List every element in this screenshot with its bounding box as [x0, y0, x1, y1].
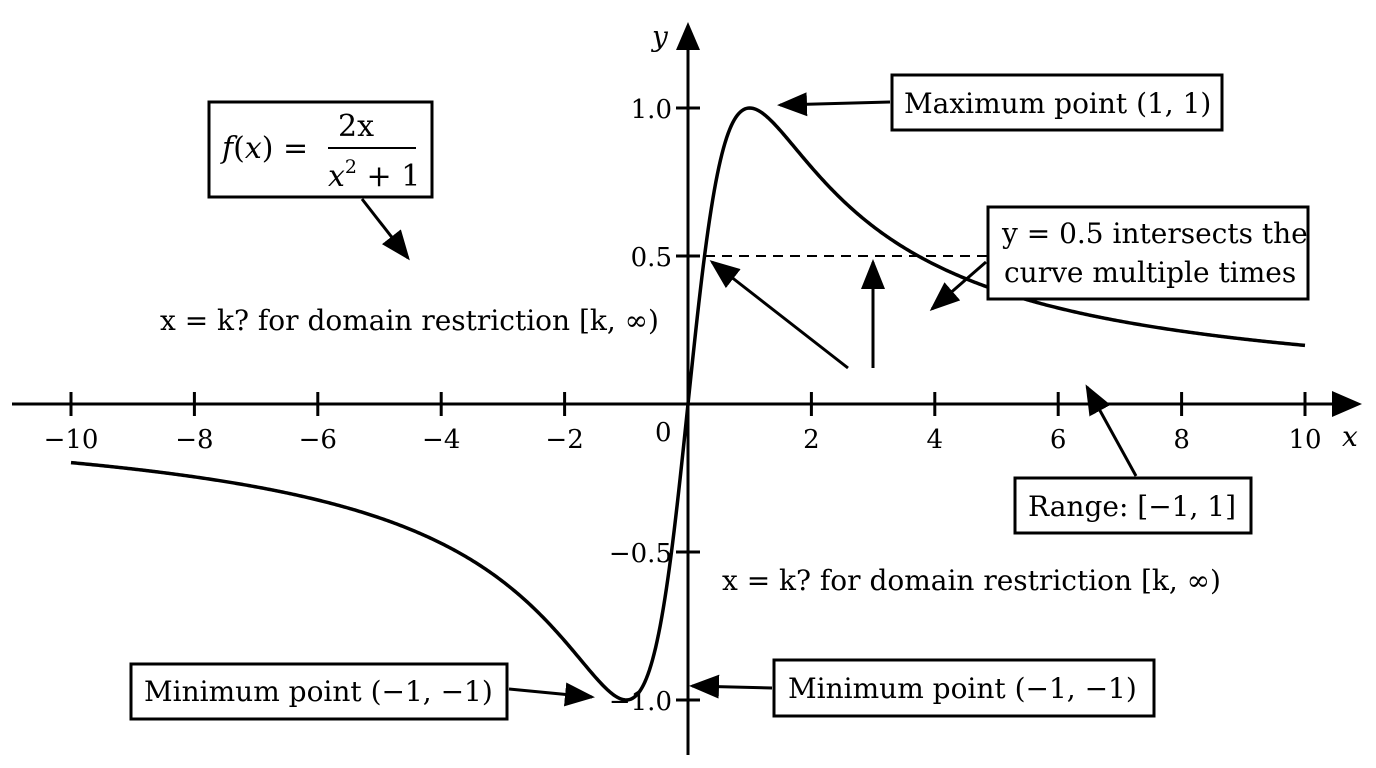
x-tick-label: 8	[1173, 425, 1190, 455]
x-tick-label: −4	[422, 425, 460, 455]
intersection-label-line1: y = 0.5 intersects the	[1001, 217, 1308, 250]
domain-restriction-note-lower: x = k? for domain restriction [k, ∞)	[722, 564, 1221, 597]
svg-text:f(x) =: f(x) =	[220, 131, 308, 166]
formula-arrow	[360, 198, 410, 261]
formula-box: f(x) = 2x x2 + 1	[207, 100, 434, 261]
minimum-point-annotation-left: Minimum point (−1, −1)	[129, 662, 595, 721]
range-label: Range: [−1, 1]	[1028, 490, 1236, 523]
function-curve	[70, 106, 1306, 702]
x-tick-label: 4	[927, 425, 944, 455]
intersection-label-line2: curve multiple times	[1004, 256, 1296, 289]
x-tick-label: −2	[545, 425, 583, 455]
x-tick-label: −10	[44, 425, 99, 455]
y-tick-label: −0.5	[609, 539, 672, 569]
minimum-point-label-right: Minimum point (−1, −1)	[788, 672, 1137, 705]
maximum-point-label: Maximum point (1, 1)	[904, 87, 1211, 120]
formula-numerator: 2x	[338, 109, 374, 144]
y-axis-arrow	[676, 22, 700, 50]
x-axis-arrow	[1332, 391, 1362, 417]
x-tick-label: −6	[299, 425, 337, 455]
x-axis-label: x	[1342, 420, 1358, 453]
y-ticks: 1.00.5−0.5−1.0	[609, 95, 700, 717]
origin-label: 0	[655, 418, 672, 448]
domain-restriction-note-upper: x = k? for domain restriction [k, ∞)	[160, 304, 659, 337]
intersection-annotation: y = 0.5 intersects the curve multiple ti…	[709, 205, 1310, 370]
y-tick-label: 1.0	[631, 95, 672, 125]
formula-denominator: x2 + 1	[328, 156, 420, 194]
maximum-point-annotation: Maximum point (1, 1)	[777, 73, 1224, 132]
minimum-point-annotation-right: Minimum point (−1, −1)	[689, 658, 1156, 718]
minimum-point-label-left: Minimum point (−1, −1)	[144, 675, 493, 708]
x-tick-label: 2	[803, 425, 820, 455]
x-tick-label: 6	[1050, 425, 1067, 455]
y-axis-label: y	[650, 20, 669, 53]
x-ticks: −10 −8 −6 −4 −2 2 4 6 8 10	[44, 392, 1322, 455]
range-annotation: Range: [−1, 1]	[1013, 384, 1253, 535]
x-tick-label: −8	[175, 425, 213, 455]
y-tick-label: 0.5	[631, 243, 672, 273]
x-tick-label: 10	[1288, 425, 1321, 455]
